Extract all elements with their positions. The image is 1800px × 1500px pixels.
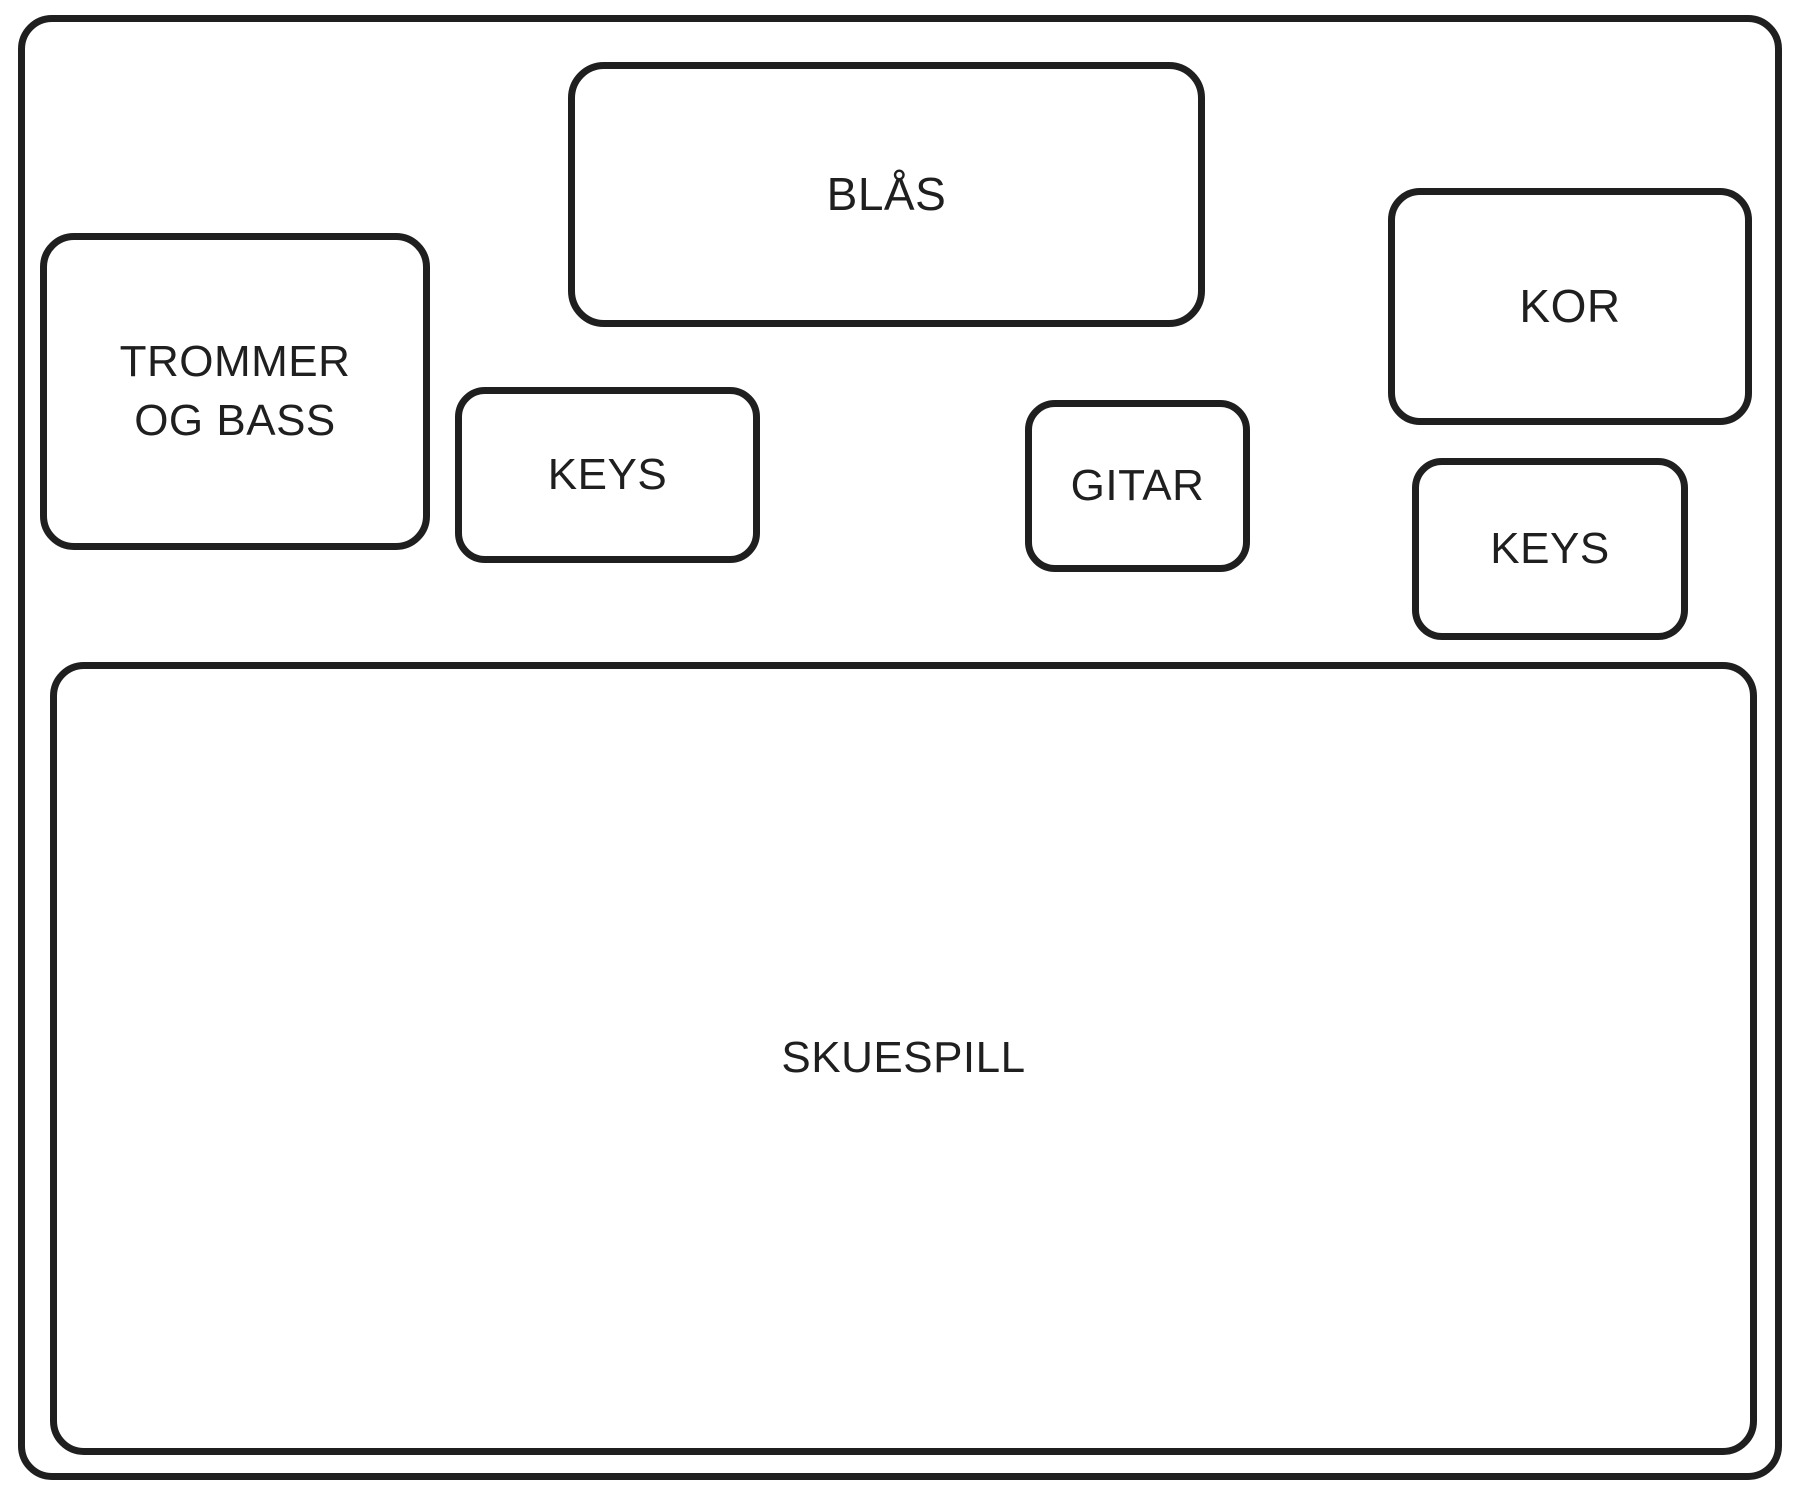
node-label-skuespill: SKUESPILL [781, 1033, 1026, 1083]
node-label-kor: KOR [1519, 280, 1621, 333]
node-label-trommer-og-bass: TROMMER OG BASS [119, 337, 351, 445]
node-keys-right[interactable]: KEYS [1412, 458, 1688, 640]
node-kor[interactable]: KOR [1388, 188, 1752, 425]
node-label-blas: BLÅS [826, 168, 947, 221]
node-label-gitar: GITAR [1070, 460, 1205, 510]
node-label-keys-center: KEYS [547, 449, 668, 499]
node-keys-center[interactable]: KEYS [455, 387, 760, 563]
node-blas[interactable]: BLÅS [568, 62, 1205, 327]
node-skuespill[interactable]: SKUESPILL [50, 662, 1757, 1455]
node-label-keys-right: KEYS [1490, 523, 1610, 573]
node-trommer-og-bass[interactable]: TROMMER OG BASS [40, 233, 430, 550]
node-gitar[interactable]: GITAR [1025, 400, 1250, 572]
